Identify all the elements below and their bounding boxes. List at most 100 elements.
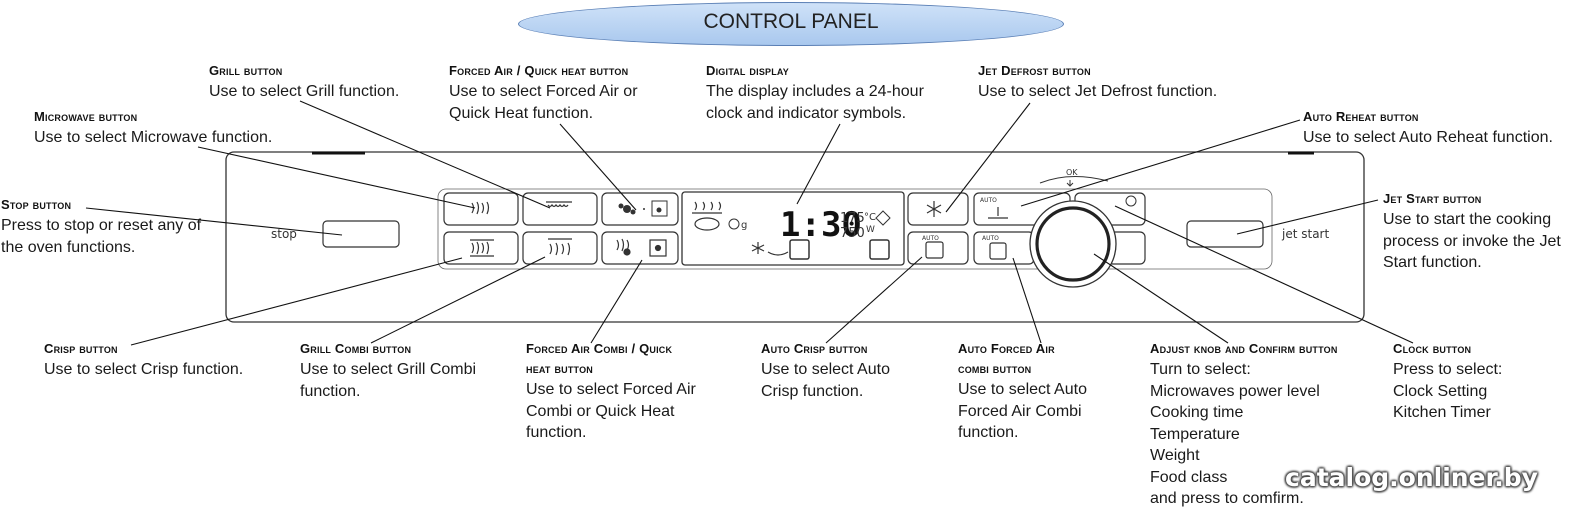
display-fan-icon: [869, 239, 890, 260]
digital-display: [681, 191, 905, 266]
ok-arc: [1039, 175, 1109, 184]
annotation-description: Use to select Jet Defrost function.: [978, 83, 1218, 100]
annotation-description: Use to select Auto Crisp function.: [761, 361, 890, 400]
display-warning-icon: [875, 210, 891, 226]
annotation-description: Turn to select: Microwaves power level C…: [1150, 361, 1320, 507]
annotation-description: The display includes a 24-hour clock and…: [706, 83, 924, 122]
annotation-heading: Grill button: [209, 63, 283, 78]
auto-crisp-button[interactable]: [907, 231, 969, 265]
annotation-microwave: Microwave button Use to select Microwave…: [34, 107, 272, 149]
annotation-description: Use to select Microwave function.: [34, 129, 273, 146]
clock-icon: [1125, 195, 1137, 207]
press-icon: [1066, 180, 1074, 187]
annotation-crisp: Crisp button Use to select Crisp functio…: [44, 339, 243, 381]
display-plate-icon: [767, 251, 789, 256]
annotation-stop: Stop button Press to stop or reset any o…: [1, 195, 201, 258]
display-time: 1:30: [780, 205, 862, 245]
reheat-icon: [988, 207, 1008, 219]
leader-digital-display: [796, 123, 841, 205]
annotation-grill: Grill button Use to select Grill functio…: [209, 61, 399, 103]
annotation-heading: Crisp button: [44, 341, 118, 356]
annotation-description: Use to select Forced Air or Quick Heat f…: [449, 83, 638, 122]
annotation-heading: Forced Air / Quick heat button: [449, 63, 629, 78]
annotation-heading: Clock button: [1393, 341, 1472, 356]
auto-reheat-auto-label: AUTO: [980, 197, 997, 204]
watermark: catalog.onliner.by: [1285, 463, 1538, 492]
leader-grill: [299, 100, 551, 209]
defrost-icon: [926, 201, 942, 217]
leader-stop: [85, 207, 343, 236]
display-power: 750: [840, 226, 865, 241]
annotation-jet-defrost: Jet Defrost button Use to select Jet Def…: [978, 61, 1217, 103]
crisp-button[interactable]: [443, 231, 519, 265]
display-crisp-icon: [789, 239, 810, 260]
annotation-digital-display: Digital display The display includes a 2…: [706, 61, 924, 124]
annotation-forced-air-combi: Forced Air Combi / Quick heat button Use…: [526, 339, 696, 444]
leader-microwave: [197, 146, 476, 209]
auto-forced-air-auto-label: AUTO: [982, 235, 999, 242]
annotation-description: Press to select: Clock Setting Kitchen T…: [1393, 361, 1503, 421]
leader-grill-combi: [370, 256, 546, 344]
leader-forced-air-combi: [590, 259, 643, 344]
jet-start-button[interactable]: [1186, 220, 1264, 248]
leader-auto-reheat: [1020, 119, 1301, 207]
grill-combi-icon: [548, 238, 572, 256]
crisp-icon: [470, 239, 494, 257]
annotation-forced-air: Forced Air / Quick heat button Use to se…: [449, 61, 638, 124]
annotation-heading: Auto Crisp button: [761, 341, 868, 356]
annotation-description: Use to select Auto Reheat function.: [1303, 129, 1553, 146]
annotation-adjust-knob: Adjust knob and Confirm button Turn to s…: [1150, 339, 1338, 510]
leader-jet-start: [1236, 199, 1379, 235]
auto-crisp-icon: [925, 241, 944, 259]
annotation-description: Press to stop or reset any of the oven f…: [1, 217, 202, 256]
annotation-heading: Stop button: [1, 197, 72, 212]
annotation-heading: Adjust knob and Confirm button: [1150, 341, 1338, 356]
display-clock-icon: [728, 218, 740, 230]
jet-defrost-button[interactable]: [907, 192, 969, 226]
annotation-description: Use to select Grill Combi function.: [300, 361, 477, 400]
button-cluster-frame: [437, 188, 1273, 270]
annotation-description: Use to select Crisp function.: [44, 361, 244, 378]
display-microwave-icon: [692, 201, 722, 231]
leader-jet-defrost: [945, 102, 1031, 213]
fan-icon: [618, 200, 668, 217]
display-weight-unit: g: [741, 220, 747, 231]
leader-lines: [85, 100, 1414, 346]
annotation-description: Use to select Forced Air Combi or Quick …: [526, 381, 696, 441]
annotation-heading: Digital display: [706, 63, 790, 78]
annotation-jet-start: Jet Start button Use to start the cookin…: [1383, 189, 1561, 274]
grill-button[interactable]: [522, 192, 598, 226]
ok-label: OK: [1066, 168, 1078, 177]
display-temperature-unit: °C: [864, 212, 876, 223]
annotation-clock: Clock button Press to select: Clock Sett…: [1393, 339, 1502, 424]
stop-button-label: stop: [271, 227, 297, 241]
annotation-description: Use to select Grill function.: [209, 83, 400, 100]
auto-crisp-auto-label: AUTO: [922, 235, 939, 242]
microwave-button[interactable]: [443, 192, 519, 226]
grill-combi-button[interactable]: [522, 231, 598, 265]
annotation-heading: Jet Defrost button: [978, 63, 1091, 78]
leader-forced-air: [559, 123, 637, 211]
jet-start-button-label: jet start: [1281, 227, 1329, 241]
leader-clock: [1114, 205, 1414, 344]
annotation-heading: Grill Combi button: [300, 341, 412, 356]
stop-button[interactable]: [322, 220, 400, 248]
annotation-heading: Jet Start button: [1383, 191, 1482, 206]
leader-auto-forced-air: [1012, 257, 1042, 344]
leader-crisp: [130, 257, 463, 346]
leader-adjust-knob: [1093, 253, 1229, 344]
title-oval: [518, 2, 1064, 46]
annotation-auto-reheat: Auto Reheat button Use to select Auto Re…: [1303, 107, 1553, 149]
leader-auto-crisp: [825, 256, 923, 344]
annotation-grill-combi: Grill Combi button Use to select Grill C…: [300, 339, 476, 402]
adjust-knob[interactable]: [1035, 206, 1111, 282]
display-defrost-icon: [751, 242, 765, 254]
display-temperature: 175: [840, 211, 865, 226]
annotation-heading: Microwave button: [34, 109, 138, 124]
grill-icon: [546, 201, 572, 208]
annotation-description: Use to select Auto Forced Air Combi func…: [958, 381, 1087, 441]
diagram-title: CONTROL PANEL: [703, 10, 879, 33]
annotation-auto-forced-air: Auto Forced Air combi button Use to sele…: [958, 339, 1087, 444]
